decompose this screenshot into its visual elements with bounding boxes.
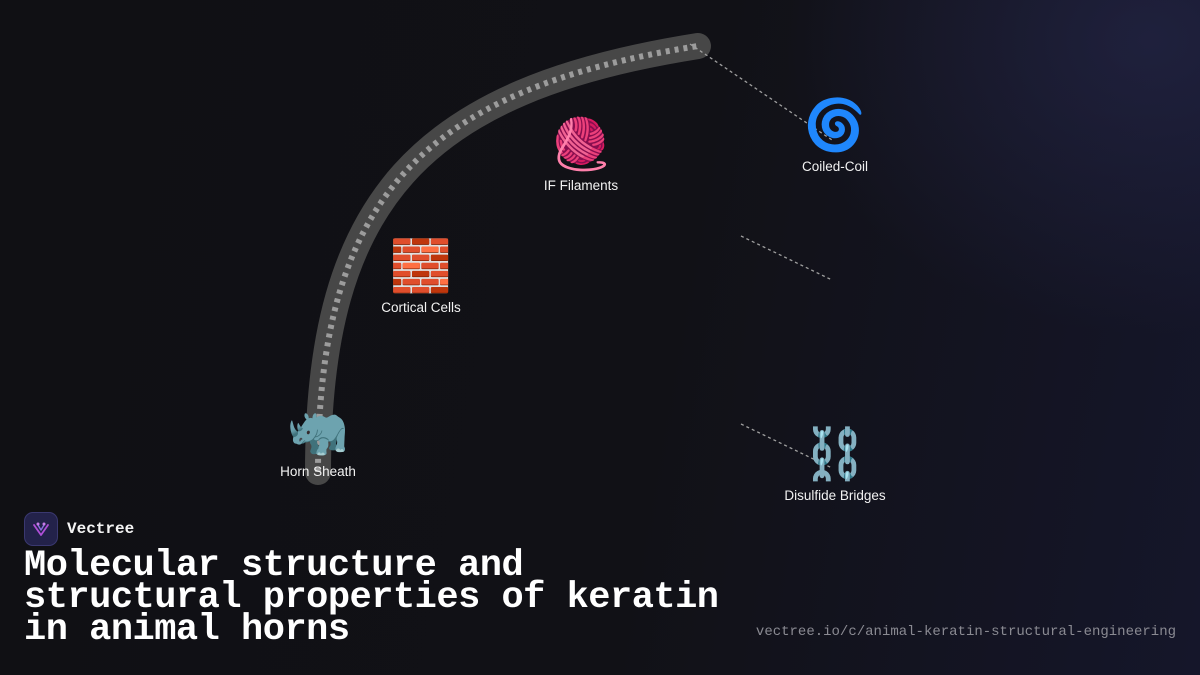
rhino-icon: 🦏 [286, 401, 350, 459]
node-coiled-coil[interactable]: 🌀 Coiled-Coil [755, 95, 915, 174]
node-if-filaments[interactable]: 🧶 IF Filaments [501, 114, 661, 193]
connector-line-middle [740, 235, 833, 281]
page-url[interactable]: vectree.io/c/animal-keratin-structural-e… [755, 624, 1176, 640]
node-cortical-cells[interactable]: 🧱 Cortical Cells [341, 236, 501, 315]
cyclone-icon: 🌀 [803, 96, 867, 154]
node-label: Cortical Cells [381, 300, 461, 315]
connector-line-disulfide [740, 423, 833, 469]
node-horn-sheath[interactable]: 🦏 Horn Sheath [238, 400, 398, 479]
node-disulfide-bridges[interactable]: ⛓️ Disulfide Bridges [755, 424, 915, 503]
vectree-logo-icon [24, 512, 58, 546]
node-label: Disulfide Bridges [784, 488, 886, 503]
node-label: IF Filaments [543, 178, 619, 193]
node-label: Coiled-Coil [801, 159, 869, 174]
horn-arc-ticks [315, 43, 699, 473]
brick-wall-icon: 🧱 [389, 237, 453, 295]
brand[interactable]: Vectree [24, 512, 134, 546]
brand-name: Vectree [67, 520, 135, 538]
connector-line-coiled-coil [689, 43, 833, 141]
page-title: Molecular structure and structural prope… [24, 545, 719, 651]
chains-icon: ⛓️ [803, 425, 867, 483]
yarn-ball-icon: 🧶 [549, 115, 613, 173]
node-label: Horn Sheath [280, 464, 356, 479]
